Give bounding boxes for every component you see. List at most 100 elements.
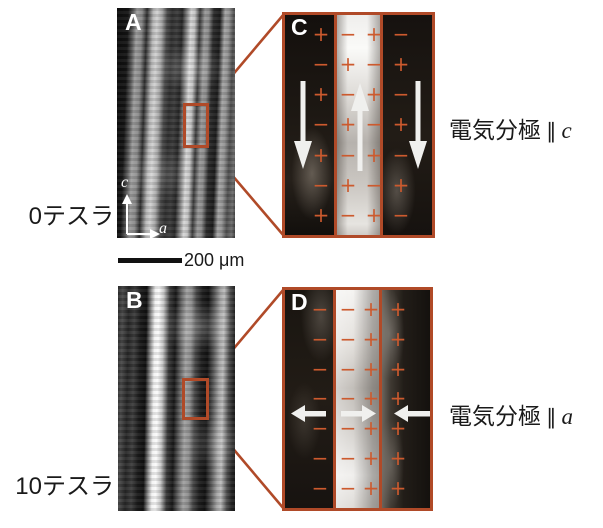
charge-sign: − (365, 52, 383, 77)
crystal-axes-icon (122, 194, 160, 238)
micrograph-panel-b: B (118, 286, 235, 511)
charge-sign: − (339, 475, 357, 500)
charge-sign: − (311, 297, 329, 321)
caption-text: 電気分極 (449, 403, 541, 429)
charge-sign: + (362, 356, 380, 381)
charge-sign: − (339, 326, 357, 351)
charge-sign: − (339, 356, 357, 381)
charge-sign: − (365, 112, 383, 137)
charge-sign: − (339, 386, 357, 411)
charge-sign: − (311, 475, 329, 500)
charge-sign-column: + − + − + − + (313, 15, 330, 235)
panel-label-d: D (291, 289, 308, 315)
parallel-symbol: ∥ (546, 406, 557, 429)
charge-sign: + (392, 172, 410, 197)
charge-sign: + (312, 82, 330, 107)
charge-sign: + (389, 297, 407, 321)
scale-bar (118, 258, 182, 263)
charge-sign: + (339, 112, 357, 137)
charge-sign: − (311, 356, 329, 381)
polarization-left-arrow-icon (291, 405, 326, 422)
charge-sign: − (311, 416, 329, 441)
caption-axis-letter: a (561, 404, 574, 429)
axis-label-c: c (121, 174, 129, 191)
charge-sign-column: + − + − + − + (366, 15, 383, 235)
caption-text: 電気分極 (449, 117, 541, 143)
charge-sign: − (312, 112, 330, 137)
charge-sign: + (392, 52, 410, 77)
charge-sign: + (339, 52, 357, 77)
charge-sign: + (389, 416, 407, 441)
domain-strip-dark-left (285, 15, 334, 235)
domain-strip-bright-mid (332, 290, 383, 508)
polarization-caption-a: 電気分極∥a (449, 397, 573, 431)
panel-label-b: B (126, 287, 143, 313)
polarization-caption-c: 電気分極∥c (449, 111, 572, 145)
charge-sign-column: − + − + − + − (340, 15, 357, 235)
polarization-down-arrow-icon (409, 81, 427, 169)
micrograph-panel-a: A c a (117, 8, 235, 238)
charge-sign: + (365, 202, 383, 227)
charge-sign: + (312, 142, 330, 167)
charge-sign-column: + + + + + + + (390, 290, 407, 508)
charge-sign: + (365, 82, 383, 107)
field-condition-label-10t: 10テスラ (15, 473, 114, 500)
polarization-down-arrow-icon (294, 81, 312, 169)
domain-strip-dark-right (382, 290, 430, 508)
polarization-right-arrow-icon (341, 405, 376, 422)
charge-sign: + (362, 416, 380, 441)
charge-sign: + (389, 475, 407, 500)
zoom-panel-d: −−−−−−− −−−−−−− +++++++ +++++++ D (282, 287, 433, 511)
charge-sign: − (339, 22, 357, 46)
charge-sign: + (392, 112, 410, 137)
charge-sign: − (392, 142, 410, 167)
charge-sign: + (339, 172, 357, 197)
axis-label-a: a (159, 220, 167, 237)
charge-sign-column: − + − + − + − (393, 15, 410, 235)
charge-sign-column: − − − − − − − (340, 290, 357, 508)
charge-sign: − (339, 297, 357, 321)
charge-sign: − (312, 172, 330, 197)
charge-sign: − (311, 386, 329, 411)
charge-sign: − (339, 416, 357, 441)
caption-axis-letter: c (561, 118, 572, 143)
charge-sign: − (311, 326, 329, 351)
charge-sign: − (312, 52, 330, 77)
charge-sign: − (392, 82, 410, 107)
charge-sign: + (365, 22, 383, 46)
charge-sign: + (312, 202, 330, 227)
panel-label-a: A (125, 9, 142, 35)
charge-sign: + (389, 326, 407, 351)
charge-sign: + (389, 386, 407, 411)
charge-sign-column: + + + + + + + (363, 290, 380, 508)
field-condition-label-0t: 0テスラ (28, 203, 114, 230)
charge-sign: − (339, 202, 357, 227)
polarization-up-arrow-icon (351, 83, 369, 171)
charge-sign: + (362, 326, 380, 351)
polarization-left-arrow-icon (394, 405, 430, 422)
charge-sign: + (365, 142, 383, 167)
charge-sign: − (311, 446, 329, 471)
domain-strip-dark-right (383, 15, 432, 235)
zoom-region-rect-a (183, 103, 209, 148)
charge-sign: − (339, 446, 357, 471)
charge-sign: − (339, 142, 357, 167)
charge-sign: − (339, 82, 357, 107)
charge-sign: + (312, 22, 330, 46)
charge-sign: − (392, 202, 410, 227)
charge-sign: + (389, 356, 407, 381)
zoom-region-rect-b (182, 378, 209, 420)
domain-strip-dark-left (285, 290, 333, 508)
charge-sign: − (392, 22, 410, 46)
scale-bar-label: 200 μm (184, 250, 245, 270)
zoom-panel-c: +−+−+−+ −+−+−+− +−+−+−+ −+−+−+− C (282, 12, 435, 238)
parallel-symbol: ∥ (546, 120, 557, 143)
charge-sign: + (389, 446, 407, 471)
charge-sign: − (365, 172, 383, 197)
charge-sign: + (362, 446, 380, 471)
charge-sign: + (362, 297, 380, 321)
charge-sign: + (362, 475, 380, 500)
charge-sign: + (362, 386, 380, 411)
charge-sign-column: − − − − − − − (312, 290, 329, 508)
